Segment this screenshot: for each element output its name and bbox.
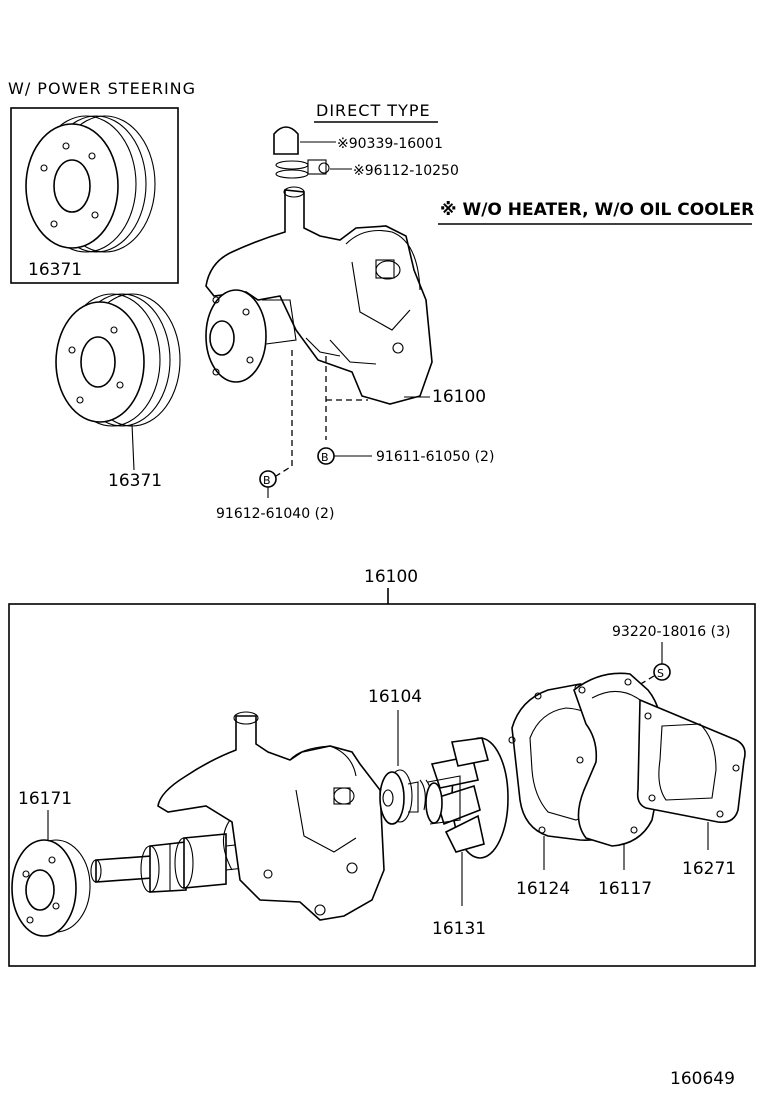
part-label-16371: 16371 bbox=[108, 471, 162, 491]
impeller-drawing bbox=[425, 737, 509, 859]
plug-drawing bbox=[275, 159, 330, 179]
part-label-16271: 16271 bbox=[682, 859, 736, 879]
part-label-16100: 16100 bbox=[432, 387, 486, 407]
shaft-drawing bbox=[90, 833, 263, 893]
pump-body-drawing bbox=[157, 711, 385, 921]
diagram-id: 160649 bbox=[670, 1069, 735, 1089]
pulley-drawing bbox=[55, 293, 181, 427]
water-pump-drawing bbox=[205, 186, 433, 405]
part-label-16124: 16124 bbox=[516, 879, 570, 899]
assembly-box bbox=[8, 603, 756, 967]
part-label-bolt-b1: 91611-61050 (2) bbox=[376, 449, 494, 465]
cover-gasket-drawing bbox=[636, 698, 746, 824]
part-label-16171: 16171 bbox=[18, 789, 72, 809]
direct-type-header: DIRECT TYPE bbox=[316, 101, 431, 120]
bolt-b1-marker: B bbox=[317, 447, 335, 465]
svg-text:B: B bbox=[321, 451, 329, 464]
cap-drawing bbox=[273, 126, 299, 155]
pulley-ps-drawing bbox=[25, 115, 156, 253]
seal-drawing bbox=[379, 769, 432, 825]
part-label-16104: 16104 bbox=[368, 687, 422, 707]
part-label-stud: 93220-18016 (3) bbox=[612, 624, 730, 640]
part-label-cap: ※90339-16001 bbox=[337, 136, 443, 152]
assembly-box-label: 16100 bbox=[364, 567, 418, 587]
power-steering-header: W/ POWER STEERING bbox=[8, 79, 196, 98]
part-label-bolt-b2: 91612-61040 (2) bbox=[216, 506, 334, 522]
note-header: ※ W/O HEATER, W/O OIL COOLER bbox=[440, 200, 754, 220]
svg-text:S: S bbox=[657, 667, 664, 680]
flange-drawing bbox=[11, 839, 91, 937]
part-label-16117: 16117 bbox=[598, 879, 652, 899]
svg-text:B: B bbox=[263, 474, 271, 487]
stud-marker: S bbox=[653, 663, 671, 681]
bolt-b2-marker: B bbox=[259, 470, 277, 488]
part-label-plug: ※96112-10250 bbox=[353, 163, 459, 179]
part-label-16371-ps: 16371 bbox=[28, 260, 82, 280]
power-steering-box bbox=[10, 107, 179, 284]
part-label-16131: 16131 bbox=[432, 919, 486, 939]
